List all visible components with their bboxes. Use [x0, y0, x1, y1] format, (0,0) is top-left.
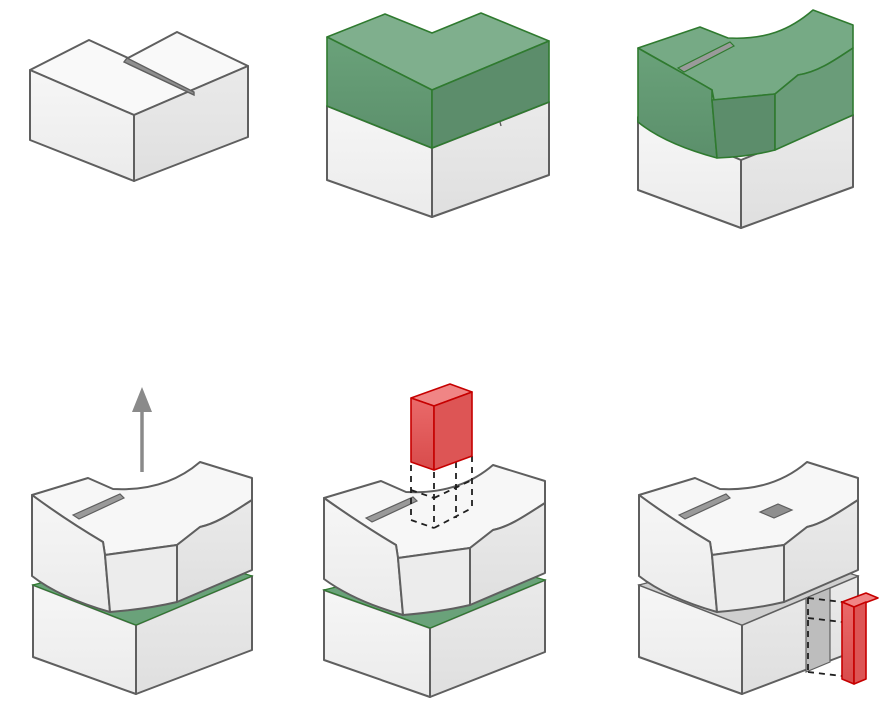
panel-insert-red-top — [324, 384, 545, 697]
green-step-line — [500, 122, 501, 126]
panel-green-top-volume — [327, 13, 549, 217]
green-shaped-right — [712, 94, 775, 158]
red-block-left — [842, 602, 854, 684]
panel-insert-red-side — [639, 462, 878, 694]
red-block-right — [854, 602, 866, 684]
up-arrow-head — [132, 387, 152, 412]
panel-split-block — [30, 32, 248, 181]
red-block-right — [434, 392, 472, 470]
panel-green-shaped-volume — [638, 10, 853, 228]
side-slot — [806, 588, 830, 672]
upper-block-mid — [105, 545, 177, 612]
upper-block-mid — [712, 545, 784, 612]
upper-block-mid — [398, 548, 470, 615]
red-block-left — [411, 398, 434, 470]
panel-lift-top — [32, 387, 252, 694]
